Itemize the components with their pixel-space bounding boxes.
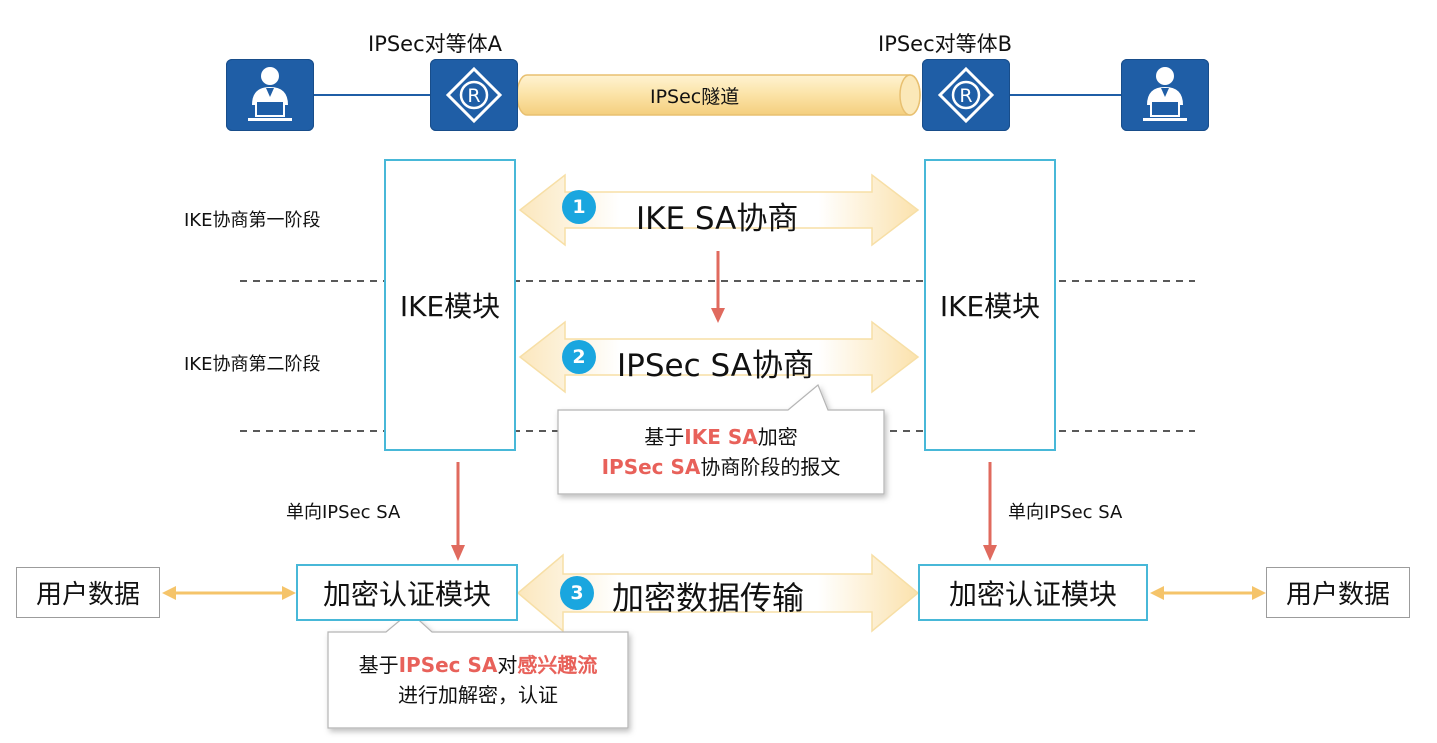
- user-data-right: 用户数据: [1266, 567, 1410, 618]
- user-data-left: 用户数据: [16, 567, 160, 618]
- step-badge-1: 1: [562, 190, 596, 224]
- step-label-3: 加密数据传输: [612, 579, 805, 617]
- router-icon: R: [922, 59, 1010, 131]
- callout-data-line2: 进行加解密，认证: [398, 683, 558, 707]
- ike-module-right: IKE模块: [924, 159, 1056, 451]
- sa-label-right: 单向IPSec SA: [1008, 502, 1123, 523]
- crypto-auth-module-left: 加密认证模块: [296, 564, 518, 621]
- step-badge-3: 3: [560, 576, 594, 610]
- callout-phase2-line2: IPSec SA协商阶段的报文: [601, 455, 841, 479]
- callout-phase2-text: 基于IKE SA加密 IPSec SA协商阶段的报文: [558, 422, 884, 482]
- sa-label-left: 单向IPSec SA: [286, 502, 401, 523]
- ipsec-tunnel: [516, 74, 921, 116]
- phase2-label: IKE协商第二阶段: [184, 354, 321, 375]
- double-arrow-step2: [518, 320, 920, 394]
- svg-text:R: R: [959, 85, 972, 107]
- double-arrow-step1: [518, 173, 920, 247]
- step-label-1: IKE SA协商: [636, 201, 799, 237]
- arrow-userdata-crypto-right: [1150, 586, 1266, 600]
- step-badge-2: 2: [562, 340, 596, 374]
- user-at-computer-icon: [226, 59, 314, 131]
- callout-data-line1: 基于IPSec SA对感兴趣流: [358, 653, 598, 677]
- phase1-label: IKE协商第一阶段: [184, 210, 321, 231]
- arrow-ike-to-crypto-left: [451, 462, 465, 561]
- callout-phase2-line1: 基于IKE SA加密: [644, 425, 798, 449]
- crypto-auth-module-right: 加密认证模块: [918, 564, 1148, 621]
- peer-b-label: IPSec对等体B: [878, 32, 1013, 56]
- arrow-ike-to-crypto-right: [983, 462, 997, 561]
- callout-phase2-box: [557, 384, 885, 495]
- router-icon: R: [430, 59, 518, 131]
- peer-a-label: IPSec对等体A: [368, 32, 503, 56]
- svg-text:R: R: [467, 85, 480, 107]
- user-at-computer-icon: [1121, 59, 1209, 131]
- callout-data-text: 基于IPSec SA对感兴趣流 进行加解密，认证: [328, 650, 628, 710]
- callout-data-box: [327, 611, 629, 729]
- step-label-2: IPSec SA协商: [617, 348, 814, 384]
- ike-module-left: IKE模块: [384, 159, 516, 451]
- tunnel-label: IPSec隧道: [650, 86, 740, 108]
- arrow-step1-to-step2: [711, 251, 725, 323]
- arrow-userdata-crypto-left: [162, 586, 296, 600]
